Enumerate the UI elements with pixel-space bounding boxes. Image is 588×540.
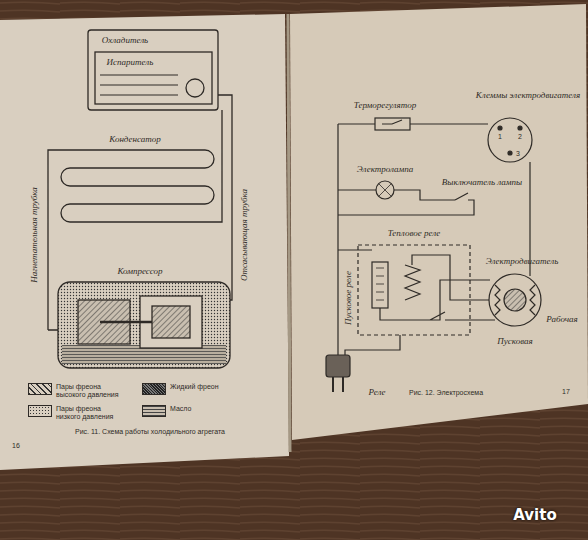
- caption: Рис. 12. Электросхема: [409, 389, 483, 397]
- thermostat-symbol: [375, 118, 410, 130]
- left-page: [0, 14, 289, 470]
- evaporator-drum: [186, 79, 204, 97]
- lamp-filament: [379, 184, 391, 196]
- part-label: Охладитель: [102, 36, 148, 46]
- part-label: Электролампа: [357, 165, 414, 175]
- rotor: [152, 306, 190, 338]
- motor-wire: [470, 280, 495, 320]
- wire: [338, 124, 488, 355]
- part-label: Клеммы электродвигателя: [476, 91, 580, 101]
- plug: [326, 355, 350, 377]
- legend-entry: Пары фреона высокого давления: [28, 383, 126, 398]
- legend-swatch: [28, 383, 52, 395]
- part-label: Испаритель: [107, 58, 154, 68]
- refrigeration-unit: [48, 30, 232, 368]
- coil-winding: [376, 268, 384, 300]
- terminal-block: [488, 118, 532, 162]
- plug-prong: [333, 377, 343, 392]
- page-number: 17: [562, 388, 570, 396]
- terminal: [498, 126, 502, 130]
- stator-winding: [495, 285, 535, 315]
- page-number: 16: [12, 442, 20, 450]
- caption: Рис. 11. Схема работы холодильного агрег…: [75, 428, 225, 436]
- part-label: Реле: [368, 388, 385, 398]
- part-label: Выключатель лампы: [442, 178, 522, 188]
- relay-box: [358, 245, 470, 335]
- watermark: Avito: [513, 507, 556, 524]
- thermal-heater: [405, 265, 420, 300]
- part-label: Нагнетательная трубка: [30, 187, 40, 283]
- motor-rotor: [504, 289, 526, 311]
- part-label: Рабочая: [546, 315, 577, 325]
- thermostat-contact: [382, 120, 402, 124]
- legend-entry: Жидкий фреон: [142, 383, 240, 395]
- part-label: Конденсатор: [109, 135, 160, 145]
- legend-text: Пары фреона высокого давления: [56, 383, 126, 398]
- legend-text: Масло: [170, 405, 240, 413]
- wire: [338, 190, 474, 215]
- part-label: Электродвигатель: [486, 257, 559, 267]
- terminal-number: 1: [498, 133, 502, 141]
- part-label: Пусковая: [497, 337, 532, 347]
- relay-coil: [372, 262, 388, 308]
- part-label: Пусковое реле: [344, 271, 354, 325]
- terminal-number: 2: [518, 133, 522, 141]
- spine: [288, 14, 290, 452]
- motor-symbol: [489, 274, 541, 326]
- cooler: [88, 30, 218, 110]
- evaporator-coil: [100, 75, 178, 95]
- cord: [345, 335, 400, 355]
- lamp-switch: [455, 193, 470, 200]
- part-label: Тепловое реле: [388, 229, 441, 239]
- wire: [338, 249, 372, 250]
- terminal: [508, 151, 512, 155]
- part-label: Терморегулятор: [354, 101, 416, 111]
- shaft: [100, 321, 152, 324]
- evaporator: [95, 52, 212, 104]
- terminal-number: 3: [516, 150, 520, 158]
- legend-swatch: [142, 405, 166, 417]
- part-label: Компрессор: [117, 267, 162, 277]
- lamp-symbol: [376, 181, 394, 199]
- legend-entry: Пары фреона низкого давления: [28, 405, 126, 420]
- relay-wire: [380, 255, 470, 320]
- part-label: Отсасывающая трубка: [240, 189, 250, 281]
- legend-text: Пары фреона низкого давления: [56, 405, 126, 420]
- terminal: [518, 126, 522, 130]
- wiring: [326, 118, 541, 392]
- suction-tube: [218, 95, 232, 300]
- legend-swatch: [142, 383, 166, 395]
- compressor-housing: [58, 282, 230, 368]
- legend-entry: Масло: [142, 405, 240, 417]
- legend-text: Жидкий фреон: [170, 383, 240, 391]
- legend-swatch: [28, 405, 52, 417]
- right-page: [290, 4, 588, 440]
